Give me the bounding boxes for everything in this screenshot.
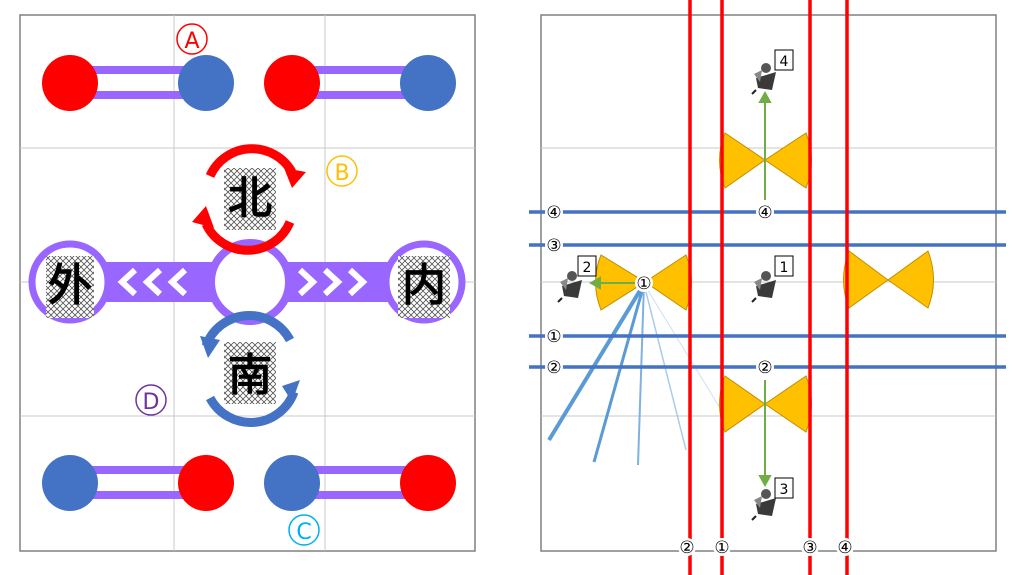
south-char: 南 [228,350,272,401]
inline-circle-labels: ① ④ ② [635,203,774,378]
outer-char: 外 [48,260,92,311]
figure-tag-1: 1 [780,260,789,276]
marker-a-circle [176,23,208,55]
figure-tag-4: 4 [780,54,789,70]
marker-a: A [184,29,199,54]
figure-sprites [557,63,776,521]
v-label-2: ② [679,538,694,558]
outer-char-box [46,256,94,318]
v-label-3: ③ [802,538,817,558]
marker-c: C [296,520,311,545]
marker-d-circle [135,384,167,416]
inward-chevrons [297,267,368,297]
north-rotation: 北 [192,144,306,255]
v-label-4: ④ [837,538,852,558]
vertical-line-labels: ② ① ③ ④ [678,538,854,558]
dumbbell-bottom-left [42,455,234,511]
horizontal-line-labels: ④ ③ ① ② [545,203,563,378]
outward-chevrons [117,267,188,297]
marker-d: D [143,390,160,415]
marker-b: B [334,161,349,186]
dumbbell-bottom-right [264,455,456,511]
north-char: 北 [228,173,272,224]
inner-char: 内 [402,260,446,311]
inner-char-box [398,256,450,318]
figure-tags: 4 2 1 3 [577,49,794,499]
h-label-4: ④ [546,203,561,223]
vertical-lines [688,0,849,575]
green-arrows [588,90,772,488]
right-panel: 4 2 1 3 ④ ③ ① ② ② ① ③ ④ [529,0,1006,575]
left-panel: 外 内 北 南 A B C D [19,14,476,552]
dumbbell-top-right [264,55,456,111]
marker-b-circle [326,155,358,187]
top-label: ④ [757,203,772,223]
h-label-1: ① [546,327,561,347]
center-label: ① [636,274,651,294]
h-label-3: ③ [546,236,561,256]
marker-c-circle [288,514,320,546]
center-circle [207,239,293,325]
south-rotation: 南 [200,310,300,428]
figure-tag-3: 3 [780,482,789,498]
h-label-2: ② [546,358,561,378]
bottom-label: ② [757,358,772,378]
figure-tag-2: 2 [583,260,592,276]
dumbbell-top-left [42,55,234,111]
v-label-1: ① [714,538,729,558]
